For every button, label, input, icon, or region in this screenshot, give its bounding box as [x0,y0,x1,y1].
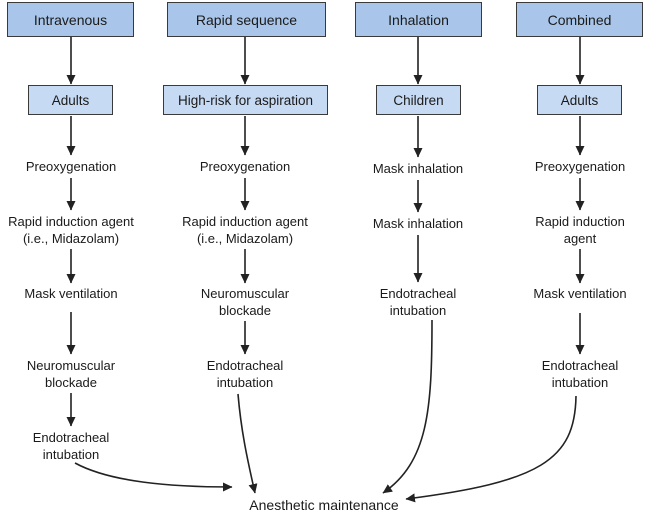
step-preoxygenation: Preoxygenation [534,159,626,174]
population-intravenous: Adults [28,85,113,115]
population-inhalation: Children [376,85,461,115]
step-mask-inhalation: Mask inhalation [372,161,464,176]
step-mask-ventilation: Mask ventilation [24,286,118,301]
population-rapid-sequence: High-risk for aspiration [163,85,328,115]
arrow [74,462,233,492]
population-combined: Adults [537,85,622,115]
header-intravenous: Intravenous [7,2,134,37]
arrow [237,393,258,494]
step-preoxygenation: Preoxygenation [25,159,117,174]
step-preoxygenation: Preoxygenation [199,159,291,174]
step-mask-inhalation: Mask inhalation [372,216,464,231]
step-rapid-induction-agent: Rapid induction agent(i.e., Midazolam) [8,214,134,246]
step-mask-ventilation: Mask ventilation [533,286,627,301]
arrow [405,395,577,503]
final-step-anesthetic-maintenance: Anesthetic maintenance [249,497,399,513]
arrow [382,319,433,494]
header-combined: Combined [516,2,643,37]
header-rapid-sequence: Rapid sequence [167,2,326,37]
step-rapid-induction-agent: Rapid induction agent(i.e., Midazolam) [182,214,308,246]
header-inhalation: Inhalation [355,2,482,37]
